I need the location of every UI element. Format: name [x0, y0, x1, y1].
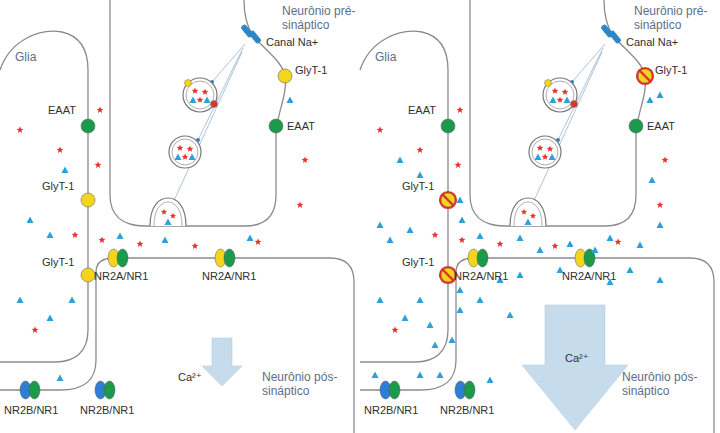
cell-heading: Neurônio pré-sináptico	[282, 4, 364, 32]
part-label: GlyT-1	[402, 256, 434, 269]
part-label: EAAT	[647, 120, 675, 133]
part-label: NR2B/NR1	[80, 404, 134, 417]
cell-heading: Neurônio pós-sináptico	[622, 370, 704, 398]
part-label: NR2A/NR1	[202, 270, 256, 283]
part-label: NR2B/NR1	[4, 404, 58, 417]
part-label: EAAT	[48, 104, 76, 117]
part-label: NR2A/NR1	[94, 270, 148, 283]
part-label: GlyT-1	[402, 180, 434, 193]
cell-heading: Glia	[375, 50, 396, 64]
part-label: GlyT-1	[295, 64, 327, 77]
part-label: Canal Na+	[266, 36, 318, 49]
part-label: NR2A/NR1	[562, 270, 616, 283]
part-label: Canal Na+	[626, 36, 678, 49]
part-label: GlyT-1	[42, 256, 74, 269]
part-label: GlyT-1	[655, 64, 687, 77]
cell-heading: Glia	[15, 50, 36, 64]
part-label: NR2B/NR1	[364, 404, 418, 417]
cell-heading: Neurônio pré-sináptico	[634, 4, 716, 32]
part-label: EAAT	[408, 104, 436, 117]
part-label: NR2B/NR1	[440, 404, 494, 417]
part-label: EAAT	[287, 120, 315, 133]
part-label: NR2A/NR1	[454, 270, 508, 283]
cell-heading: Neurônio pós-sináptico	[262, 370, 344, 398]
part-label: Ca²⁺	[565, 352, 589, 365]
part-label: Ca²⁺	[178, 371, 202, 384]
part-label: GlyT-1	[42, 180, 74, 193]
